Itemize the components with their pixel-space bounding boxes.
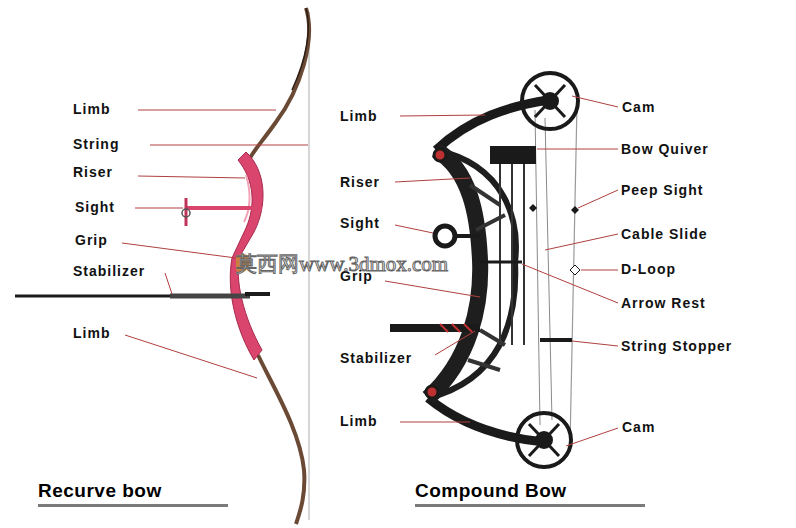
part-label: D-Loop bbox=[621, 261, 676, 278]
leader-line bbox=[400, 115, 485, 116]
part-label: Sight bbox=[340, 215, 380, 232]
leader-line bbox=[122, 243, 236, 258]
part-label: Cam bbox=[622, 99, 655, 116]
sight-pin bbox=[185, 198, 188, 226]
part-label: Riser bbox=[340, 174, 380, 191]
upper-limb bbox=[436, 100, 548, 150]
part-label: Stabilizer bbox=[340, 350, 412, 367]
part-label: Grip bbox=[75, 232, 108, 249]
v-bar bbox=[245, 292, 270, 296]
upper-limb bbox=[248, 8, 309, 162]
part-label: Limb bbox=[73, 101, 110, 118]
arrow-rest bbox=[480, 261, 522, 264]
leader-line bbox=[522, 264, 618, 303]
leader-line bbox=[581, 270, 618, 271]
cam-wheel bbox=[522, 73, 578, 129]
leader-line bbox=[537, 149, 618, 150]
quiver-arrow bbox=[523, 164, 525, 345]
peep-sight bbox=[571, 206, 579, 214]
leader-line bbox=[395, 178, 470, 182]
part-label: String bbox=[73, 136, 119, 153]
riser-web bbox=[436, 150, 516, 262]
part-label: Arrow Rest bbox=[621, 295, 706, 312]
leader-line bbox=[435, 331, 475, 355]
lower-limb bbox=[258, 355, 304, 524]
leader-lines bbox=[122, 110, 308, 378]
leader-line bbox=[566, 428, 618, 446]
stabilizer-rod bbox=[390, 324, 480, 332]
cam-spokes bbox=[535, 85, 565, 117]
part-label: Limb bbox=[73, 325, 110, 342]
leader-line bbox=[395, 225, 433, 233]
leader-line bbox=[572, 341, 618, 346]
part-label: Riser bbox=[73, 164, 113, 181]
part-label: Cable Slide bbox=[621, 226, 707, 243]
title-underline bbox=[38, 504, 228, 507]
part-label: Peep Sight bbox=[621, 182, 703, 199]
section-title: Compound Bow bbox=[415, 480, 567, 502]
sight-mount bbox=[455, 234, 480, 238]
quiver-arrow bbox=[511, 164, 513, 345]
leader-line bbox=[385, 281, 480, 297]
limb-bolt bbox=[426, 386, 438, 398]
section-title: Recurve bow bbox=[38, 480, 162, 502]
sight-housing bbox=[435, 226, 455, 246]
watermark: 莫西网www.3dmox.com bbox=[236, 252, 448, 276]
leader-line bbox=[125, 335, 257, 378]
leader-line bbox=[150, 145, 308, 146]
part-label: Sight bbox=[75, 199, 115, 216]
part-label: Stabilizer bbox=[73, 263, 145, 280]
leader-line bbox=[138, 110, 276, 111]
riser-highlight bbox=[244, 175, 250, 222]
quiver-arrow bbox=[499, 164, 501, 345]
long-stabilizer bbox=[15, 295, 250, 298]
stabilizer-wrap bbox=[440, 324, 472, 332]
stabilizer-rod bbox=[170, 294, 250, 299]
leader-line bbox=[545, 234, 618, 250]
title-underline bbox=[415, 504, 645, 507]
leader-line bbox=[165, 273, 172, 294]
cable-slide bbox=[529, 204, 537, 212]
leader-line bbox=[400, 422, 470, 423]
bow-string bbox=[570, 104, 577, 446]
d-loop bbox=[570, 265, 580, 275]
part-label: Limb bbox=[340, 413, 377, 430]
string-stopper bbox=[540, 338, 572, 342]
leader-line bbox=[578, 190, 618, 208]
part-label: Limb bbox=[340, 108, 377, 125]
cam-wheel bbox=[517, 413, 571, 467]
leader-line bbox=[572, 96, 618, 107]
bow-cable bbox=[545, 118, 552, 420]
sight-ring bbox=[182, 209, 190, 217]
part-label: Cam bbox=[622, 419, 655, 436]
leader-line bbox=[135, 208, 183, 209]
limb-tip bbox=[292, 8, 308, 90]
limb-bolt bbox=[434, 149, 446, 161]
leader-line bbox=[138, 176, 245, 178]
bow-quiver bbox=[490, 146, 536, 164]
part-label: String Stopper bbox=[621, 338, 732, 355]
part-label: Bow Quiver bbox=[621, 141, 709, 158]
sight-bar bbox=[185, 206, 262, 210]
cam-spokes bbox=[529, 424, 559, 456]
